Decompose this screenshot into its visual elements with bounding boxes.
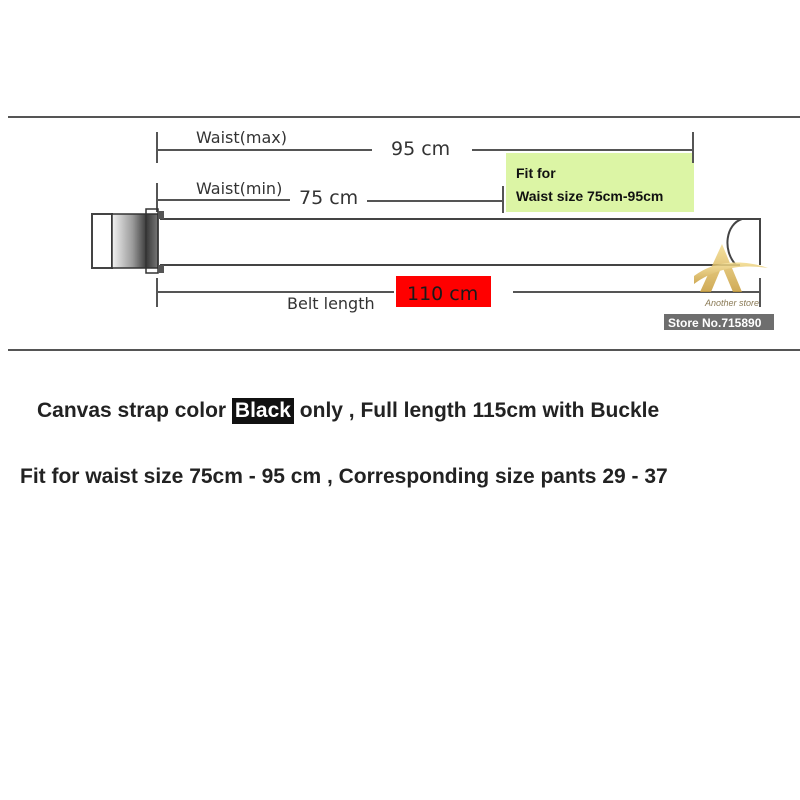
watermark-store-badge	[664, 314, 774, 330]
color-highlight-black: Black	[231, 398, 294, 424]
watermark-brand: Another store	[704, 298, 759, 308]
belt-length-badge	[396, 276, 491, 307]
buckle-icon	[91, 208, 164, 274]
waist-max-value: 95 cm	[391, 138, 450, 160]
belt-length-label: Belt length	[287, 294, 375, 313]
belt-length-value: 110 cm	[407, 283, 478, 305]
waist-max-label: Waist(max)	[196, 128, 287, 147]
caption-fit-size: Fit for waist size 75cm - 95 cm , Corres…	[20, 465, 668, 488]
watermark-store: Store No.715890	[668, 316, 762, 330]
waist-min-label: Waist(min)	[196, 179, 282, 198]
caption-strap-prefix: Canvas strap color	[37, 399, 232, 422]
store-logo-icon	[694, 244, 768, 292]
waist-min-value: 75 cm	[299, 187, 358, 209]
fit-box-line1: Fit for	[516, 165, 556, 181]
fit-box-line2: Waist size 75cm-95cm	[516, 188, 663, 204]
caption-strap-suffix: only , Full length 115cm with Buckle	[293, 399, 660, 422]
fit-box	[506, 153, 694, 212]
caption-strap-color: Canvas strap color Black only , Full len…	[37, 398, 659, 424]
strap-tip	[726, 218, 761, 266]
belt-size-diagram: Fit for Waist size 75cm-95cm Waist(max) …	[8, 116, 800, 351]
